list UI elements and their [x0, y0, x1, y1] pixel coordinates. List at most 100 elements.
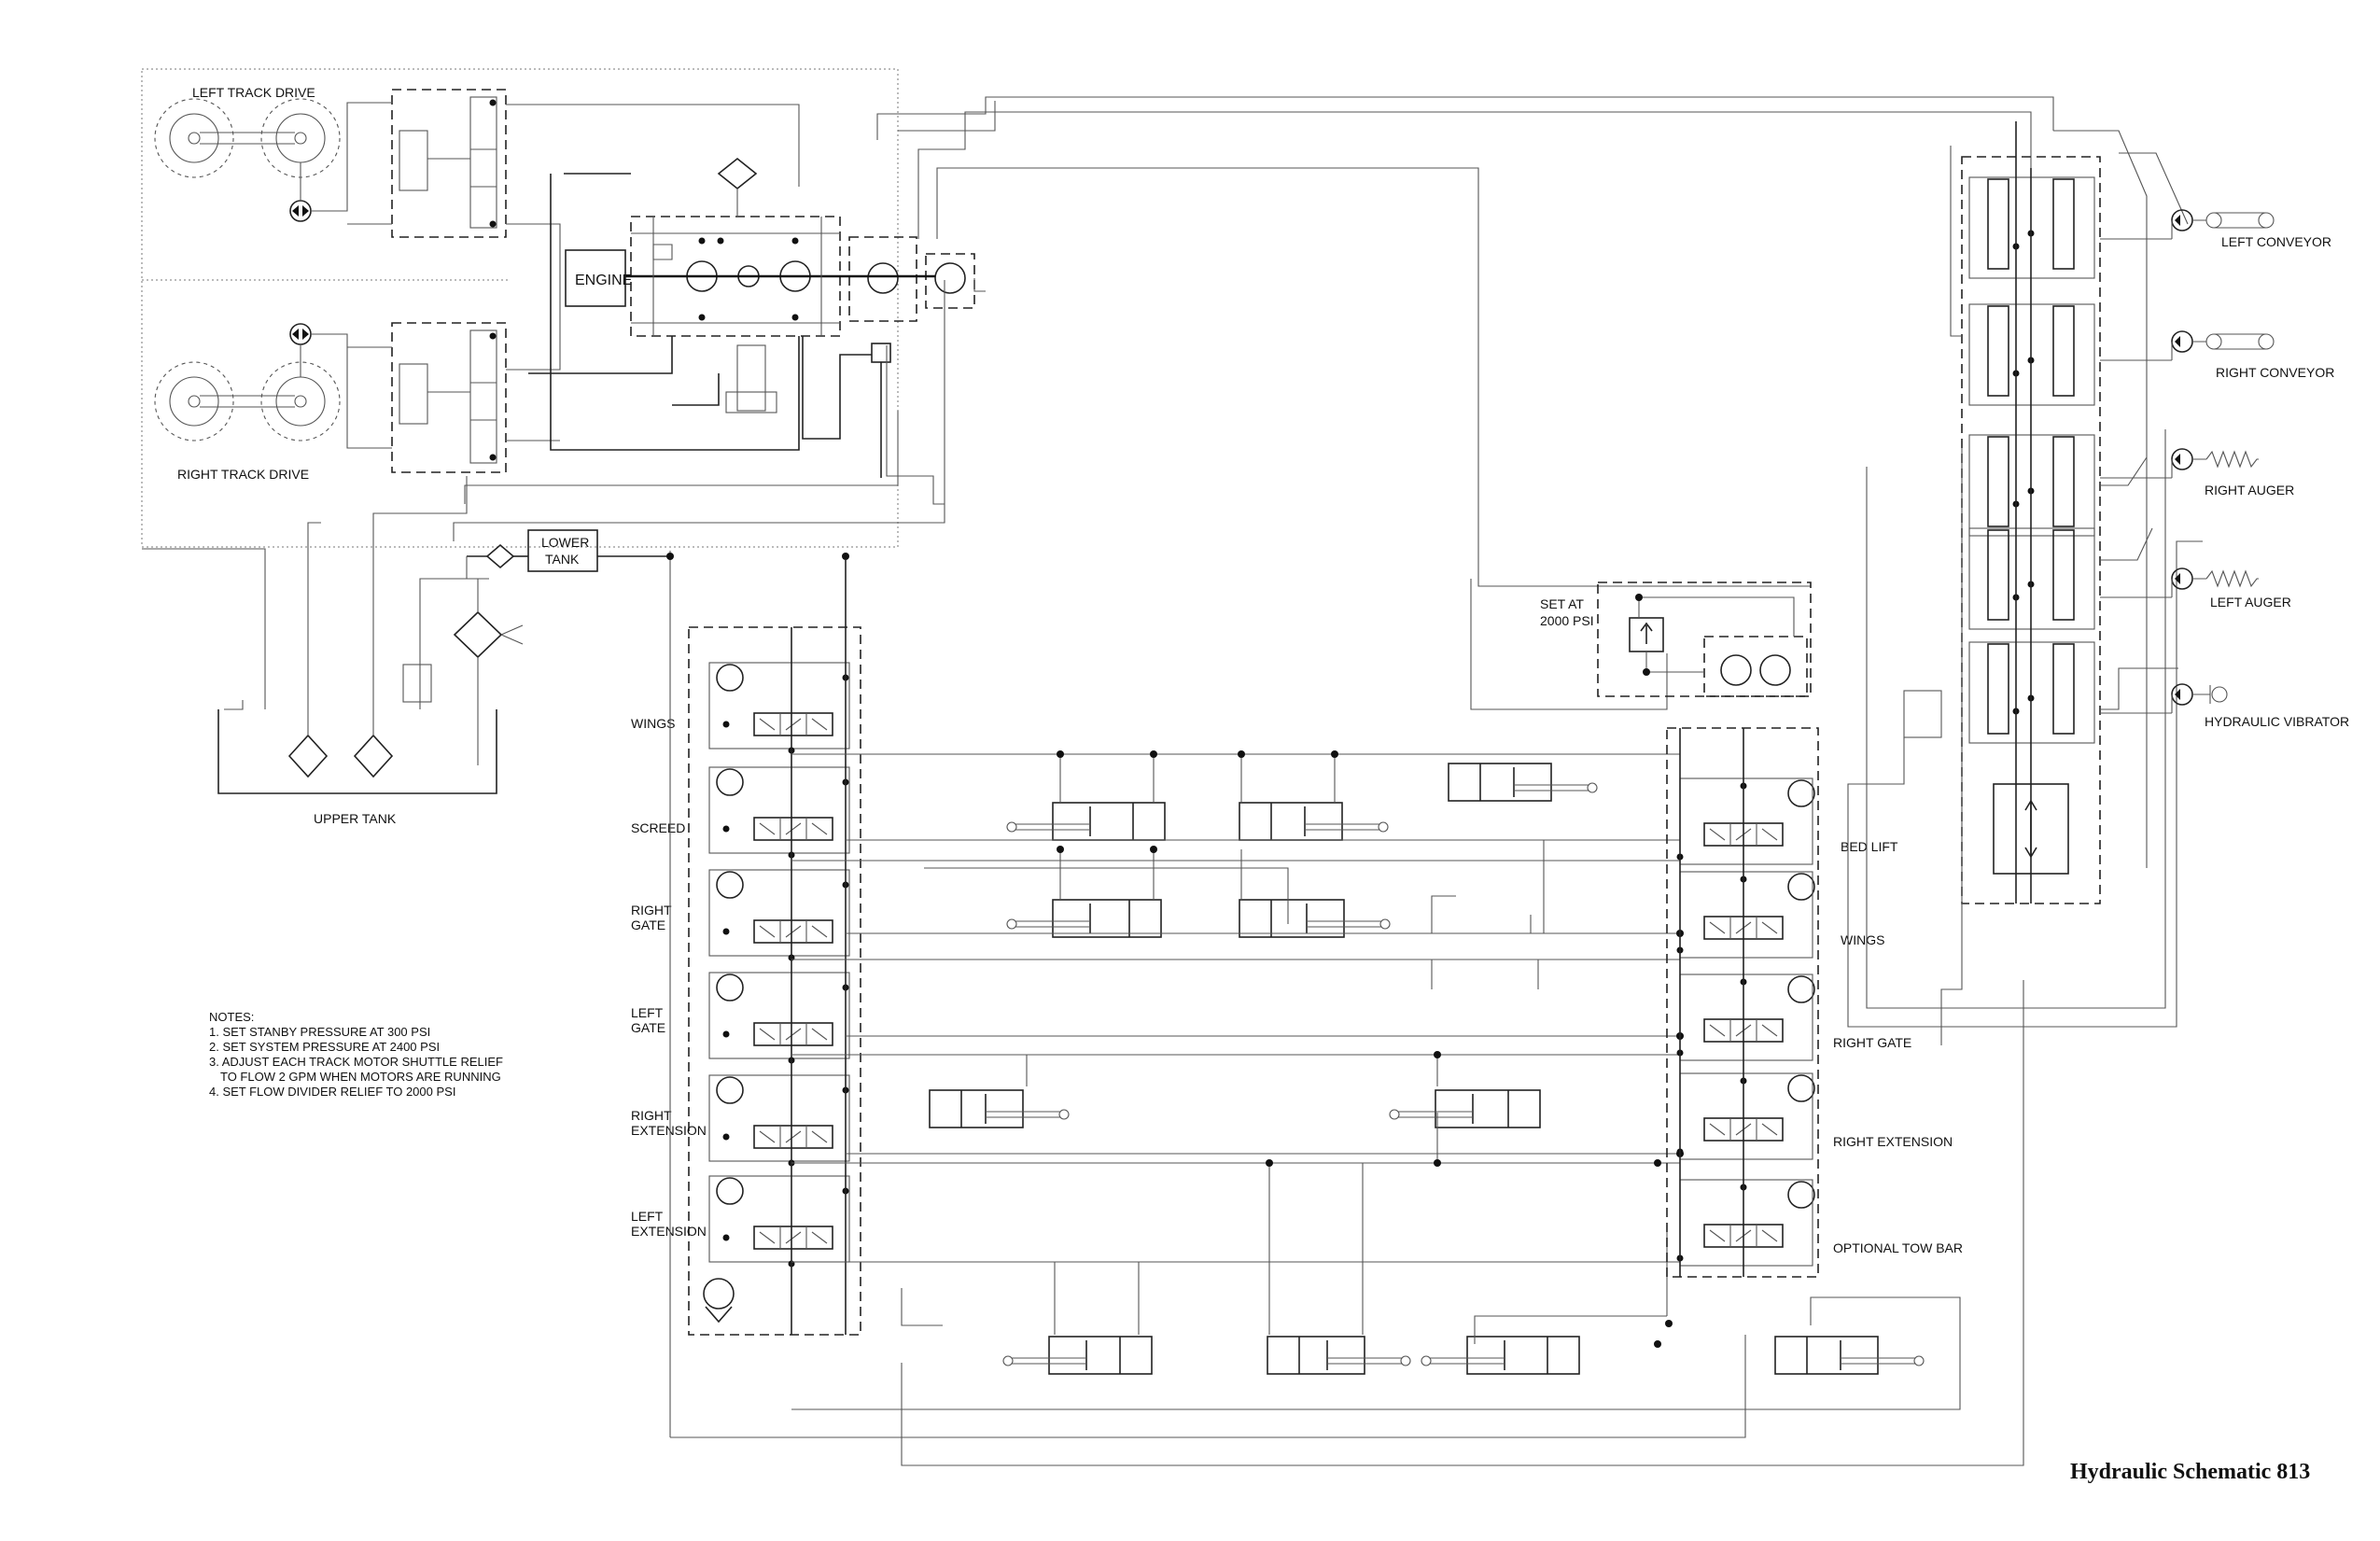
motor-label: LEFT AUGER [2210, 595, 2291, 609]
spool-valve-icon [753, 1125, 833, 1149]
hydraulic-motor: LEFT CONVEYOR [2100, 209, 2331, 249]
spool-valve-icon [753, 1022, 833, 1046]
lower-tank-label-line2: TANK [545, 552, 580, 567]
hydraulic-cylinder [1002, 1336, 1153, 1375]
check-valve-icon [1787, 1181, 1815, 1209]
relief-valve-boundary [1597, 581, 1812, 697]
left-bank-label: LEFT [631, 1005, 664, 1020]
left-bank-label-line2: EXTENSION [631, 1123, 707, 1138]
motor-valve-stack [1968, 176, 2095, 744]
left-bank-label: WINGS [631, 716, 675, 731]
hydraulic-motor: HYDRAULIC VIBRATOR [2100, 683, 2349, 729]
spool-valve-icon [753, 712, 833, 736]
right-valve-bank-boundary [1666, 727, 1819, 1278]
check-valve-icon [716, 768, 744, 796]
left-valve-bank-boundary [688, 626, 861, 1336]
check-valve-icon [716, 974, 744, 1002]
right-bank-label: RIGHT GATE [1833, 1035, 1911, 1050]
compensator-valve-icon [1993, 783, 2069, 875]
check-valve-icon [716, 664, 744, 692]
right-bank-label: RIGHT EXTENSION [1833, 1134, 1953, 1149]
tank-filter-right-icon [353, 734, 394, 778]
left-bank-label: RIGHT [631, 903, 672, 918]
engine-box [565, 249, 626, 307]
notes-block: NOTES: 1. SET STANBY PRESSURE AT 300 PSI… [209, 1010, 503, 1099]
left-bank-label: SCREED [631, 820, 685, 835]
left-track-drive [154, 98, 341, 222]
hydraulic-cylinder [1239, 899, 1391, 938]
tank-filter-left-icon [287, 734, 329, 778]
priority-valve-icon [703, 1278, 735, 1310]
charge-pump-icon [934, 262, 966, 294]
track-drive-area: LEFT TRACK DRIVE RIGHT TRACK DRIVE [141, 68, 899, 548]
upper-tank-label: UPPER TANK [314, 811, 397, 826]
check-valve-icon [1787, 873, 1815, 901]
hydraulic-cylinder [1389, 1089, 1541, 1128]
notes-heading: NOTES: [209, 1010, 254, 1024]
right-track-drive-label: RIGHT TRACK DRIVE [177, 467, 309, 482]
upper-supply-lines [453, 96, 2054, 587]
motor-valve-section [1968, 434, 2095, 537]
hydraulic-cylinder [1267, 1336, 1411, 1375]
load-sense-valve [736, 344, 766, 412]
right-valve-section: RIGHT GATE [1676, 974, 1911, 1061]
left-bank-label: RIGHT [631, 1108, 672, 1123]
motor-label: HYDRAULIC VIBRATOR [2205, 714, 2349, 729]
lower-tank-box [527, 529, 598, 572]
cylinders-group [929, 763, 1925, 1375]
check-valve-icon [1787, 779, 1815, 807]
hydraulic-motors: LEFT CONVEYOR RIGHT CONVEYOR RIGHT AUGER LE… [2100, 209, 2349, 729]
track-drive-boundary [141, 68, 899, 548]
hydraulic-motor: RIGHT CONVEYOR [2100, 330, 2334, 380]
note-3: 3. ADJUST EACH TRACK MOTOR SHUTTLE RELIE… [209, 1055, 503, 1069]
motor-valve-section [1968, 176, 2095, 279]
bypass-valve [402, 664, 432, 703]
flow-divider-box [1703, 636, 1808, 697]
check-valve-icon [716, 1177, 744, 1205]
hydraulic-motor: LEFT AUGER [2100, 567, 2291, 609]
right-bank-label: OPTIONAL TOW BAR [1833, 1240, 1963, 1255]
check-valve-icon [716, 871, 744, 899]
motor-valve-section [1968, 641, 2095, 744]
hydraulic-cylinder [1421, 1336, 1580, 1375]
left-bank-label-line2: EXTENSION [631, 1224, 707, 1239]
vibrator-relief-valve [1903, 690, 1942, 738]
check-valve-icon [1787, 975, 1815, 1003]
motor-label: RIGHT AUGER [2205, 483, 2294, 497]
hydraulic-motor: RIGHT AUGER [2100, 448, 2294, 497]
right-bank-label: BED LIFT [1841, 839, 1898, 854]
right-track-valve [391, 322, 507, 473]
motor-label: LEFT CONVEYOR [2221, 234, 2331, 249]
hydraulic-cylinder [1006, 899, 1162, 938]
schematic-title: Hydraulic Schematic 813 [2070, 1460, 2310, 1484]
right-track-drive [154, 323, 341, 441]
note-1: 1. SET STANBY PRESSURE AT 300 PSI [209, 1025, 430, 1039]
pump-4-icon [867, 262, 899, 294]
cross-feed-lines [670, 579, 2024, 1466]
motor-label: RIGHT CONVEYOR [2216, 365, 2334, 380]
check-valve-icon [716, 1076, 744, 1104]
relief-label-line2: 2000 PSI [1540, 613, 1594, 628]
right-bank-label: WINGS [1841, 932, 1884, 947]
spool-valve-icon [753, 1226, 833, 1250]
left-valve-bank: WINGSSCREEDRIGHTGATELEFTGATERIGHTEXTENSI… [631, 662, 850, 1268]
hydraulic-cylinder [1774, 1336, 1925, 1375]
upper-tank-box [217, 709, 497, 794]
engine-pump-group: ENGINE [528, 157, 975, 478]
left-bank-label: LEFT [631, 1209, 664, 1224]
left-bank-label-line2: GATE [631, 918, 665, 932]
lower-tank-label-line1: LOWER [541, 535, 589, 550]
tank-group: LOWER TANK UPPER TANK [142, 476, 672, 826]
hydraulic-cylinder [1448, 763, 1598, 802]
left-bank-label-line2: GATE [631, 1020, 665, 1035]
note-2: 2. SET SYSTEM PRESSURE AT 2400 PSI [209, 1040, 440, 1054]
left-valve-section: WINGS [631, 662, 850, 754]
check-valve-icon [1787, 1074, 1815, 1102]
engine-label: ENGINE [575, 273, 632, 288]
